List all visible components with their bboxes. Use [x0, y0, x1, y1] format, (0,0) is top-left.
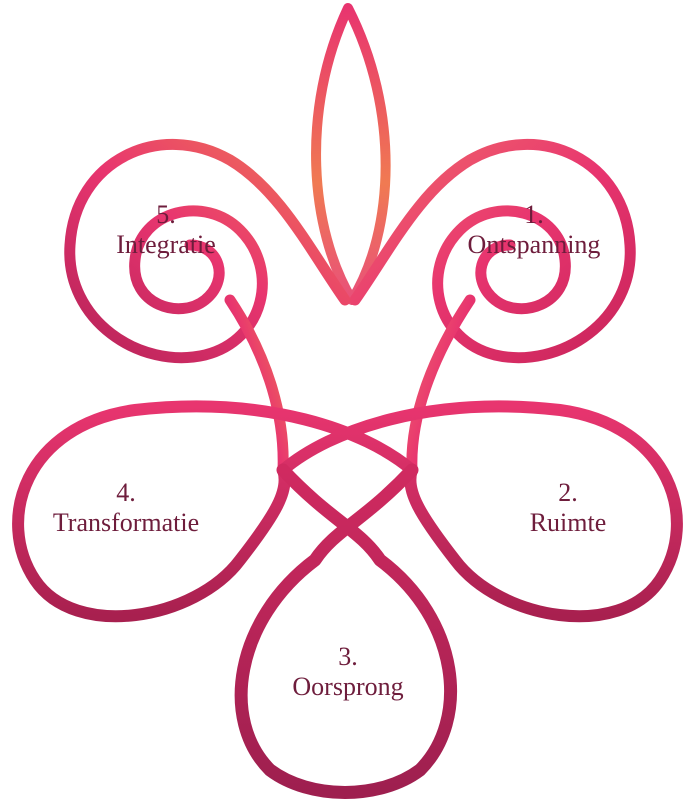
step-4-name: Transformatie — [52, 508, 200, 537]
step-5-name: Integratie — [116, 230, 216, 259]
step-2-name: Ruimte — [529, 508, 607, 537]
step-3-name: Oorsprong — [292, 672, 404, 701]
central-flame-petal — [311, 3, 391, 305]
step-5-label: 5. Integratie — [116, 200, 216, 260]
step-3-number: 3. — [338, 642, 358, 671]
step-5-number: 5. — [156, 200, 176, 229]
left-spiral-tail — [224, 294, 289, 476]
step-2-number: 2. — [558, 478, 578, 507]
bottom-loop — [234, 463, 458, 799]
step-3-label: 3. Oorsprong — [292, 642, 403, 702]
left-spiral — [64, 139, 351, 364]
step-4-label: 4. Transformatie — [53, 478, 199, 538]
right-spiral — [349, 139, 636, 364]
left-loop — [12, 400, 418, 623]
right-loop — [277, 400, 683, 623]
right-spiral-tail — [406, 294, 476, 476]
step-1-number: 1. — [524, 200, 544, 229]
step-4-number: 4. — [116, 478, 136, 507]
step-2-label: 2. Ruimte — [530, 478, 607, 538]
step-1-label: 1. Ontspanning — [468, 200, 601, 260]
step-1-name: Ontspanning — [467, 230, 601, 259]
